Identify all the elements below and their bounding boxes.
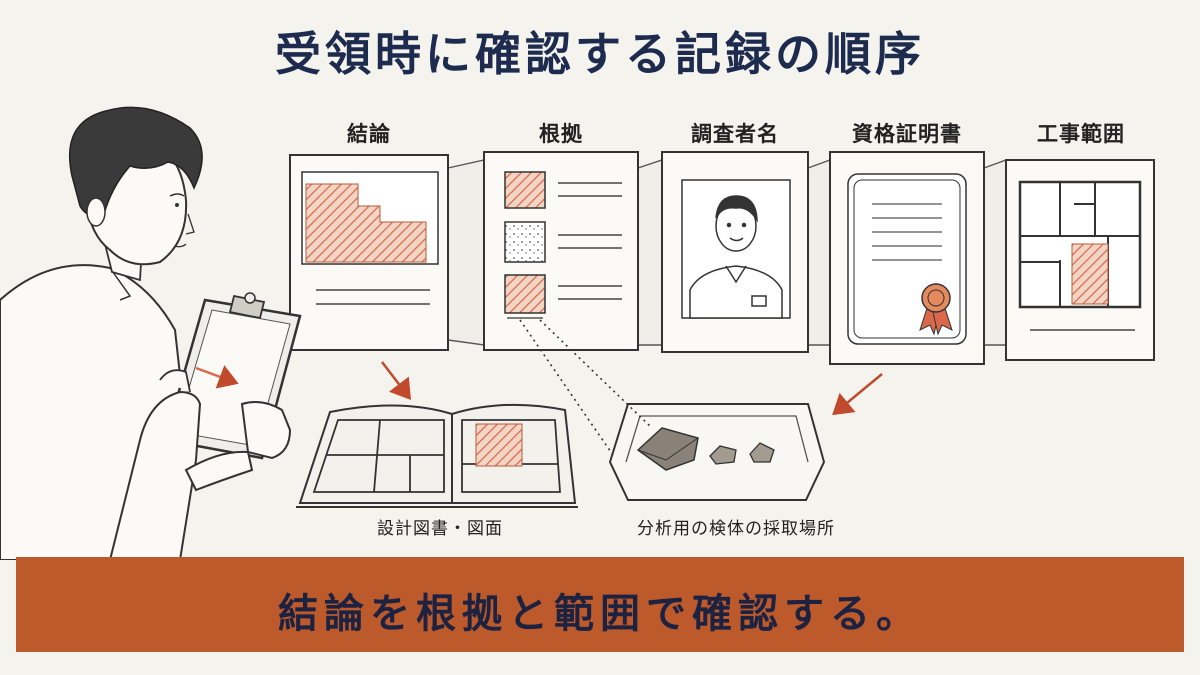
design-drawings-book xyxy=(296,403,578,508)
doc-label-conclusion: 結論 xyxy=(347,122,391,146)
inspector-person-icon xyxy=(0,106,302,560)
sampling-trace-lines xyxy=(519,319,653,459)
drawings-label: 設計図書・図面 xyxy=(377,519,503,539)
conclusion-document xyxy=(289,154,449,351)
seal-ribbon-icon xyxy=(919,283,953,336)
summary-banner-text: 結論を根拠と範囲で確認する。 xyxy=(278,591,922,637)
investigator-portrait-icon xyxy=(689,195,783,319)
evidence-document xyxy=(483,151,639,351)
certificate-document xyxy=(829,151,985,365)
illustration xyxy=(0,106,1155,560)
work-scope-document xyxy=(1005,159,1155,361)
summary-banner: 結論を根拠と範囲で確認する。 xyxy=(16,557,1184,652)
flow-arrows xyxy=(381,361,883,416)
sample-tray xyxy=(608,403,826,501)
page-title: 受領時に確認する記録の順序 xyxy=(275,27,925,81)
doc-label-investigator: 調査者名 xyxy=(691,122,779,146)
doc-label-certificate: 資格証明書 xyxy=(852,122,962,146)
investigator-document xyxy=(661,151,809,353)
doc-label-evidence: 根拠 xyxy=(539,122,583,146)
sampling-location-label: 分析用の検体の採取場所 xyxy=(637,519,835,539)
doc-label-work-scope: 工事範囲 xyxy=(1037,122,1125,146)
